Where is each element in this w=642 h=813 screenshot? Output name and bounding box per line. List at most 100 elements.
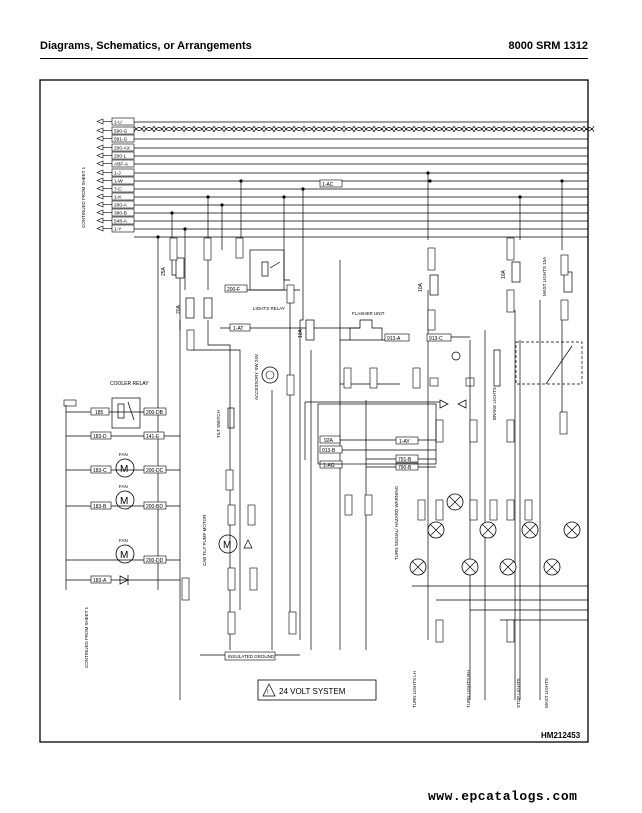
cooler-relay-label: COOLER RELAY	[110, 381, 149, 387]
connector-tag: 1-K	[114, 195, 122, 201]
wire-200-dc: 200-DC	[146, 468, 164, 474]
cooler-relay	[63, 397, 141, 429]
connector-tag: 1-J	[114, 171, 121, 177]
turn-signal-label: TURN SIGNAL/ HAZARD WARNING	[394, 485, 399, 560]
wire-183-d: 183-D	[93, 434, 107, 440]
connector-arrow	[96, 152, 104, 159]
wire-183-a: 183-A	[93, 578, 107, 584]
bus-wires	[134, 121, 588, 238]
connector-tag-column: 1-U 590-G 591-G 200-AX 200-L ABF-A 1-J 1-W 7-C 1-…	[96, 117, 135, 233]
brake-lights-label: BRAKE LIGHTS	[492, 387, 497, 420]
wire-185: 185	[95, 410, 104, 416]
connector-arrow	[96, 144, 104, 151]
fan-label: FAN	[119, 538, 128, 543]
connector-arrow	[96, 127, 104, 134]
connector-arrow	[96, 217, 104, 224]
section-title: Diagrams, Schematics, or Arrangements	[40, 40, 252, 52]
connector-tag: 200-A	[114, 203, 128, 209]
volt-system-label: 24 VOLT SYSTEM	[279, 687, 346, 696]
wire-791-b: 791-B	[398, 457, 412, 463]
wire-200-bd: 200-BD	[146, 504, 163, 510]
wire-913-c: 913-C	[429, 336, 443, 342]
diode-symbol	[119, 575, 129, 585]
wire-790-b: 790-B	[398, 465, 412, 471]
connector-arrow	[96, 135, 104, 142]
motor-symbol: M	[120, 464, 128, 475]
wire-200-dd: 200-DD	[146, 558, 164, 564]
wire-1-ac: 1-AC	[322, 182, 334, 188]
connector-arrow	[96, 169, 104, 176]
wire-200-db: 200-DB	[146, 410, 164, 416]
accessory-switch-label: ACCESSORY SW 24V	[254, 354, 259, 400]
lamp-cross	[412, 561, 424, 573]
bottom-label-turn-rh: TURN LIGHTS RH	[466, 670, 471, 708]
top-continued-label: CONTINUED FROM SHEET 1	[81, 166, 86, 228]
connector-tag: 548-A	[114, 219, 128, 225]
connector-arrow	[96, 185, 104, 192]
accessory-switch	[261, 366, 279, 384]
diagram-frame	[39, 79, 589, 743]
wire-1-ay: 1-AY	[399, 439, 410, 445]
bottom-label-mast: MAST LIGHTS	[544, 678, 549, 708]
wire-141-e: 141-E	[146, 434, 160, 440]
connector-tag: 7-C	[114, 187, 122, 193]
connector-tag: 1-W	[114, 179, 123, 185]
wire-183-c: 183-C	[93, 468, 107, 474]
connector-arrow	[96, 160, 104, 167]
motor-symbol: M	[120, 550, 128, 561]
connector-tag: 591-G	[114, 137, 128, 143]
connector-arrow	[96, 118, 104, 125]
connector-tag: 200-L	[114, 154, 127, 160]
wire-92a: 92A	[324, 438, 334, 444]
watermark: www.epcatalogs.com	[428, 789, 578, 804]
insulated-ground-label: INSULATED GROUND	[228, 654, 275, 659]
connector-arrow	[96, 193, 104, 200]
connector-tag: 590-G	[114, 129, 128, 135]
fuse-label-25a: 25A	[161, 266, 167, 276]
insulated-ground	[224, 651, 276, 661]
fan-label: FAN	[119, 452, 128, 457]
cab-tilt-motor: M	[218, 534, 253, 554]
lamp-cross	[430, 524, 442, 536]
fan-motor	[115, 458, 135, 478]
bottom-label-stop: STOP LIGHTS	[516, 678, 521, 708]
lamp-symbols	[409, 493, 581, 576]
fuse-label-10a-right: 10A	[501, 269, 507, 279]
wire-tag-boxes	[169, 237, 569, 643]
connector-arrow	[96, 201, 104, 208]
bottom-label-turn-lh: TURN LIGHTS LH	[412, 671, 417, 708]
wire-200-f: 200-F	[227, 287, 240, 293]
lamp-cross	[502, 561, 514, 573]
wire-1-ag: 1-AG	[323, 463, 335, 469]
wire-913-a: 913-A	[387, 336, 401, 342]
lamp-cross	[524, 524, 536, 536]
connector-arrow	[96, 209, 104, 216]
wire-913-b: 913-B	[322, 448, 336, 454]
lamp-cross	[464, 561, 476, 573]
lamp-cross	[449, 496, 461, 508]
connector-tag: ABF-A	[114, 162, 129, 168]
lamp-cross	[546, 561, 558, 573]
brake-light-switch	[429, 351, 475, 409]
mast-switch	[493, 341, 583, 387]
wire-1-at: 1-AT	[233, 326, 243, 332]
connector-tag: 200-AX	[114, 146, 131, 152]
cab-tilt-motor-label: CAB TILT PUMP MOTOR	[202, 514, 207, 566]
fuse-label-20a: 20A	[176, 304, 182, 314]
mast-lights-fuse-label: MAST LIGHTS 15A	[542, 257, 547, 296]
manual-id: 8000 SRM 1312	[508, 40, 589, 52]
motor-symbol: M	[120, 496, 128, 507]
flasher-unit	[349, 319, 383, 340]
lights-relay-label: LIGHTS RELAY	[253, 306, 285, 311]
connector-tag: 1-Y	[114, 227, 122, 233]
drop-wires	[157, 173, 563, 700]
connector-tag: 1-U	[114, 120, 122, 126]
connector-arrow	[96, 177, 104, 184]
lights-relay	[249, 249, 285, 291]
fan-motor	[115, 544, 135, 564]
svg-text:M: M	[223, 540, 231, 551]
tilt-switch-label: TILT SWITCH	[216, 410, 221, 438]
figure-id: HM212453	[541, 731, 581, 740]
connector-arrow	[96, 225, 104, 232]
